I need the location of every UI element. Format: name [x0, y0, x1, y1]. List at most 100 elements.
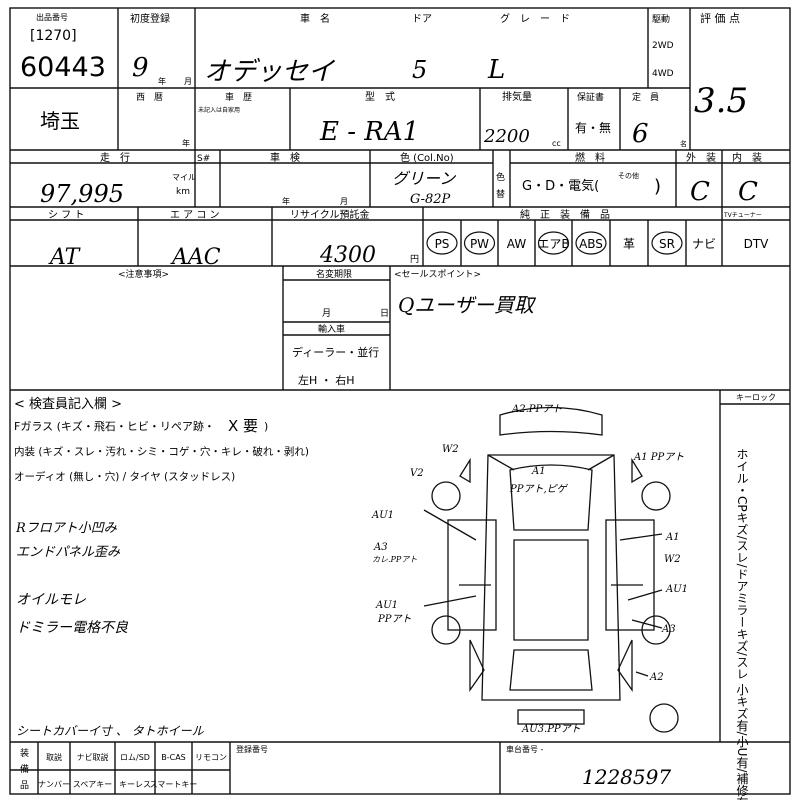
year-unit-2: 年 — [182, 138, 190, 148]
equipment-circle — [651, 231, 683, 255]
note-end-panel: エンドパネル歪み — [16, 545, 121, 560]
fuel-other: その他 — [618, 171, 639, 180]
grade-label: グ レ ー ド — [500, 12, 570, 25]
aircon-label: エ ア コ ン — [170, 210, 220, 221]
footer-equipment-row2: ナンバースペアキーキーレススマートキー — [38, 780, 197, 789]
label-v2: V2 — [410, 468, 424, 479]
diagram-labels: A2.PPアト W2 V2 A1 PPアト,ピゲ A1 PPアト AU1 A3 … — [371, 404, 688, 735]
dealer-options: ディーラー・並行 — [292, 345, 379, 359]
drive-label: 駆動 — [652, 14, 670, 25]
month-unit: 月 — [184, 77, 192, 86]
displacement-value: 2200 — [483, 126, 530, 147]
label-au1-right: AU1 — [665, 584, 688, 595]
footer-equip-item: ナンバー — [38, 780, 70, 789]
region: 埼玉 — [40, 109, 80, 133]
note-floor-dent: Rフロアト小凹み — [15, 521, 118, 536]
equipment-circle — [426, 231, 458, 255]
cc-unit: cc — [552, 139, 561, 148]
door-count: 5 — [412, 56, 427, 84]
nc-month-unit: 月 — [322, 308, 331, 319]
first-reg-year: 9 — [132, 53, 149, 83]
inspection-line1-end: ) — [264, 420, 268, 433]
inspection-title: < 検査員記入欄 > — [14, 396, 122, 412]
yen-unit: 円 — [410, 254, 419, 265]
equipment-item: エアB — [537, 237, 569, 251]
interior-value: C — [738, 177, 758, 207]
warranty-value: 有・無 — [575, 120, 611, 135]
chassis-number: 1228597 — [582, 765, 671, 789]
import-label: 輸入車 — [318, 323, 345, 335]
label-au1-left2: AU1 — [375, 600, 398, 611]
nc-day-unit: 日 — [380, 308, 389, 319]
mileage-value: 97,995 — [40, 180, 124, 208]
label-a1-ppt: A1 PPアト — [633, 452, 684, 463]
chassis-label: 車台番号 - — [506, 744, 544, 754]
capacity-label: 定 員 — [632, 91, 659, 103]
equipment-item: ABS — [579, 237, 603, 251]
grade-value: L — [487, 55, 505, 85]
notes-label: <注意事項> — [118, 268, 169, 280]
color-change-b: 替 — [496, 188, 505, 200]
label-w2: W2 — [442, 444, 459, 455]
label-au1-left: AU1 — [371, 510, 394, 521]
score-value: 3.5 — [694, 81, 748, 121]
equipment-item: SR — [659, 237, 675, 251]
car-name-label: 車 名 — [300, 12, 330, 25]
history-label: 車 歴 — [225, 91, 252, 103]
lot-label: 出品番号 — [36, 12, 68, 22]
equip-label-b: 備 — [20, 763, 29, 775]
footer-equip-item: ナビ取説 — [77, 752, 109, 762]
label-au3-bottom: AU3.PPアト — [521, 724, 581, 735]
footer-note: シートカバーイ寸 、 タトホイール — [16, 724, 205, 738]
car-diagram — [423, 406, 679, 733]
footer-equip-item: 取説 — [46, 752, 62, 762]
equip-label-c: 品 — [20, 780, 29, 791]
equip-label-a: 装 — [20, 747, 29, 759]
note-oil-leak: オイルモレ — [16, 592, 86, 608]
warranty-label: 保証書 — [577, 91, 604, 103]
insp-year-unit: 年 — [282, 196, 290, 206]
fuel-label: 燃 料 — [575, 151, 605, 164]
door-label: ドア — [412, 14, 432, 25]
label-a1-top: A1 — [531, 466, 546, 477]
note-mirror: ドミラー電格不良 — [16, 620, 129, 636]
equipment-item: AW — [507, 237, 527, 251]
model-label: 型 式 — [365, 90, 395, 103]
reg-number-label: 登録番号 — [236, 744, 268, 754]
color-change-a: 色 — [496, 171, 505, 183]
displacement-label: 排気量 — [502, 90, 532, 103]
fuel-close: ) — [654, 176, 661, 197]
inspection-line1: Fガラス (キズ・飛石・ヒビ・リペア跡・ — [14, 419, 215, 433]
first-reg-label: 初度登録 — [130, 12, 170, 25]
sales-point: Qユーザー買取 — [398, 293, 537, 317]
label-a3-right: A3 — [661, 624, 676, 635]
equipment-item: PW — [470, 237, 489, 251]
equipment-circle — [463, 231, 496, 255]
handle-options: 左H ・ 右H — [298, 373, 355, 387]
car-name: オデッセイ — [204, 57, 336, 87]
era-label: 西 暦 — [136, 92, 163, 103]
label-ppt-left: PPアト — [377, 614, 411, 625]
recycle-label: リサイクル預託金 — [290, 208, 370, 221]
equipment-label: 純 正 装 備 品 — [520, 208, 610, 221]
label-a3-left: A3 — [373, 542, 388, 553]
aircon-value: AAC — [170, 245, 221, 270]
history-note: 未記入は自家用 — [198, 106, 240, 114]
model-value: E - RA1 — [319, 117, 419, 147]
footer-equip-item: スマートキー — [150, 780, 198, 789]
equipment-circle — [575, 231, 607, 255]
fuel-options: G・D・電気( — [522, 178, 599, 194]
footer-equip-item: リモコン — [195, 753, 227, 762]
label-ppt-pig: PPアト,ピゲ — [509, 483, 569, 495]
color-label: 色 (Col.No) — [400, 151, 454, 164]
tv-tuner-label: TVチューナー — [723, 212, 762, 219]
sales-point-label: <セールスポイント> — [394, 269, 481, 280]
equipment-circle — [537, 231, 570, 255]
s-label: S# — [197, 154, 210, 164]
shift-label: シ フ ト — [48, 210, 84, 221]
footer-equip-item: スペアキー — [73, 780, 112, 789]
footer-equip-item: B-CAS — [161, 753, 186, 762]
